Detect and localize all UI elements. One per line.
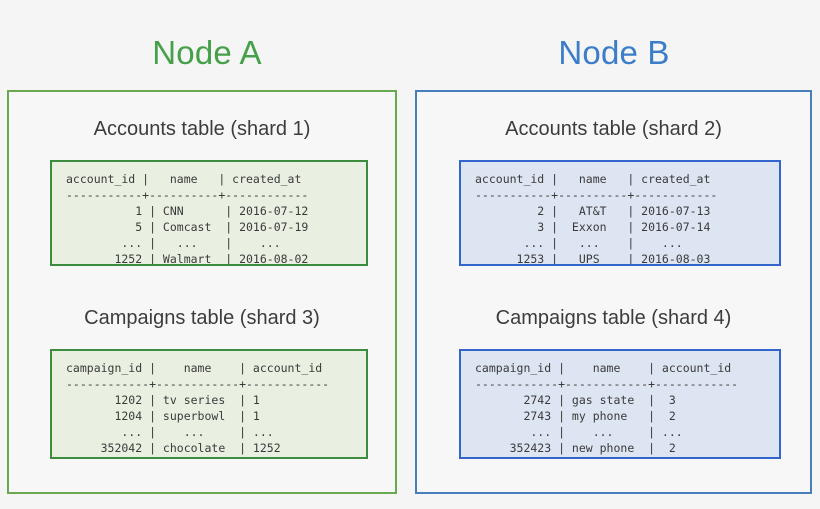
- table-header-row: campaign_id | name | account_id: [66, 361, 323, 375]
- table-divider-row: ------------+------------+------------: [66, 377, 330, 391]
- table-header-row: campaign_id | name | account_id: [475, 361, 732, 375]
- table-row: ... | ... | ...: [475, 425, 683, 439]
- node-b-accounts-table: account_id | name | created_at ----------…: [459, 160, 781, 266]
- table-row: 1204 | superbowl | 1: [66, 409, 260, 423]
- table-divider-row: -----------+----------+------------: [475, 188, 718, 202]
- node-a-campaigns-table: campaign_id | name | account_id ---------…: [50, 349, 368, 459]
- node-a-container: Accounts table (shard 1) account_id | na…: [7, 90, 397, 494]
- table-row: 1252 | Walmart | 2016-08-02: [66, 252, 309, 266]
- table-divider-row: ------------+------------+------------: [475, 377, 739, 391]
- table-row: 2742 | gas state | 3: [475, 393, 676, 407]
- node-b-campaigns-table: campaign_id | name | account_id ---------…: [459, 349, 781, 459]
- table-row: ... | ... | ...: [66, 236, 281, 250]
- node-a-accounts-heading: Accounts table (shard 1): [93, 118, 311, 140]
- node-b-container: Accounts table (shard 2) account_id | na…: [415, 90, 812, 494]
- table-row: ... | ... | ...: [475, 236, 683, 250]
- node-b-accounts-heading: Accounts table (shard 2): [505, 118, 722, 140]
- table-row: 352042 | chocolate | 1252: [66, 441, 281, 455]
- table-row: 1202 | tv series | 1: [66, 393, 260, 407]
- table-header-row: account_id | name | created_at: [475, 172, 711, 186]
- table-row: 1 | CNN | 2016-07-12: [66, 204, 309, 218]
- node-b-title: Node B: [558, 34, 670, 71]
- node-a-accounts-table: account_id | name | created_at ----------…: [50, 160, 368, 266]
- table-row: 2743 | my phone | 2: [475, 409, 676, 423]
- table-row: 1253 | UPS | 2016-08-03: [475, 252, 711, 266]
- table-divider-row: -----------+----------+------------: [66, 188, 309, 202]
- table-row: 5 | Comcast | 2016-07-19: [66, 220, 309, 234]
- table-row: 3 | Exxon | 2016-07-14: [475, 220, 711, 234]
- node-b-campaigns-heading: Campaigns table (shard 4): [495, 307, 732, 329]
- table-row: ... | ... | ...: [66, 425, 274, 439]
- table-row: 352423 | new phone | 2: [475, 441, 676, 455]
- table-row: 2 | AT&T | 2016-07-13: [475, 204, 711, 218]
- node-a-campaigns-heading: Campaigns table (shard 3): [84, 307, 320, 329]
- node-a-title: Node A: [152, 34, 262, 71]
- table-header-row: account_id | name | created_at: [66, 172, 302, 186]
